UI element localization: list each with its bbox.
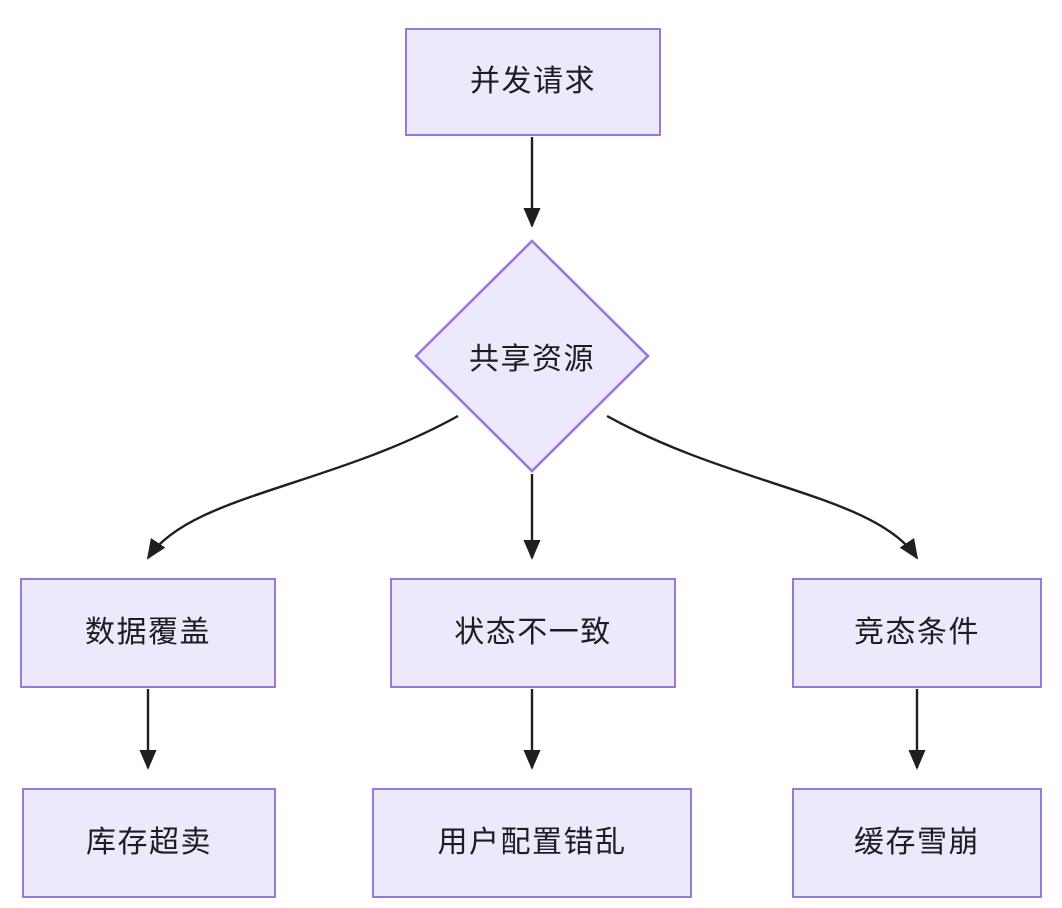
node-label: 共享资源 <box>469 343 595 376</box>
node-label: 库存超卖 <box>86 826 212 859</box>
diamond-shape <box>414 239 650 473</box>
node-label: 用户配置错乱 <box>437 826 627 859</box>
node-race-condition[interactable]: 竞态条件 <box>792 578 1042 688</box>
node-label: 状态不一致 <box>454 616 612 649</box>
node-label: 竞态条件 <box>854 616 980 649</box>
edge-shared-resource-to-data-overwrite <box>146 414 459 560</box>
node-label: 数据覆盖 <box>85 616 211 649</box>
edge-shared-resource-to-race-condition <box>606 414 919 560</box>
node-inventory-oversell[interactable]: 库存超卖 <box>22 788 276 898</box>
node-cache-avalanche[interactable]: 缓存雪崩 <box>792 788 1042 898</box>
node-concurrent-request[interactable]: 并发请求 <box>405 28 661 136</box>
node-label: 缓存雪崩 <box>854 826 980 859</box>
node-state-inconsistent[interactable]: 状态不一致 <box>390 578 676 688</box>
node-shared-resource[interactable]: 共享资源 <box>414 239 650 473</box>
node-label: 并发请求 <box>470 65 596 98</box>
node-data-overwrite[interactable]: 数据覆盖 <box>20 578 276 688</box>
node-user-config-disorder[interactable]: 用户配置错乱 <box>372 788 692 898</box>
